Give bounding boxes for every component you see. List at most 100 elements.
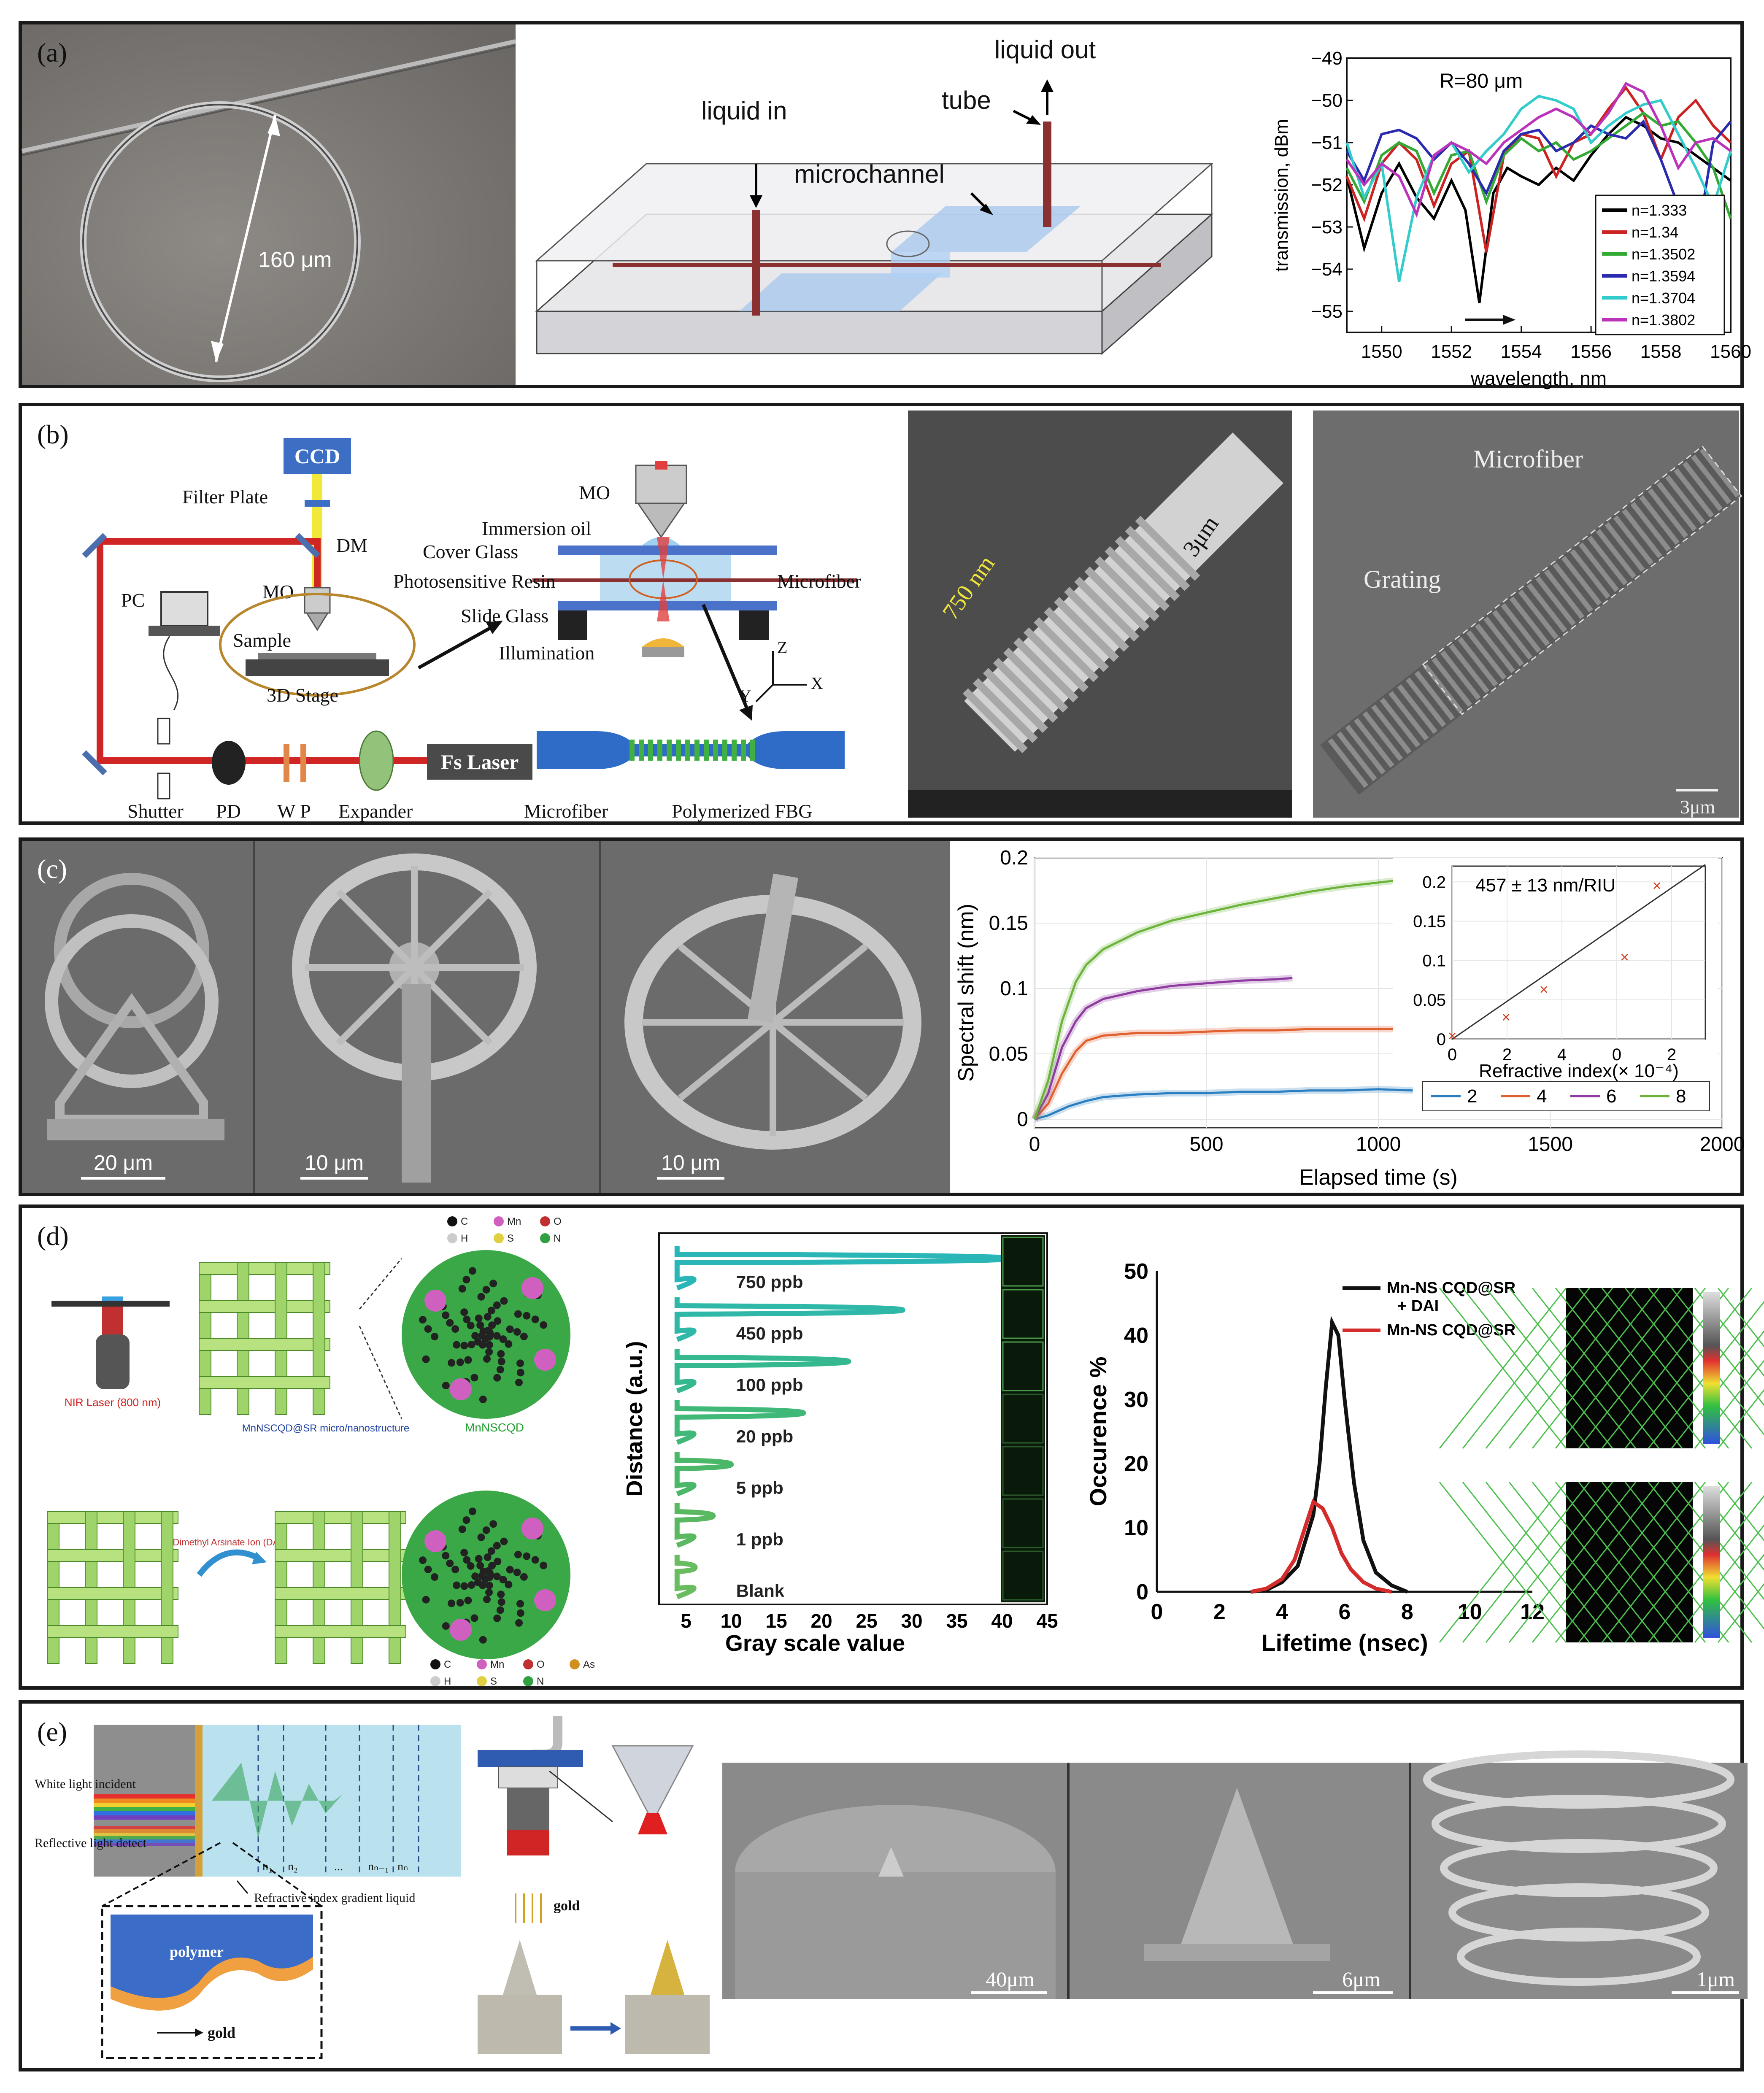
inset-x-tick: 2 — [1502, 1045, 1512, 1064]
slide-glass-label: Slide Glass — [461, 605, 548, 627]
gray-profile — [674, 1246, 1014, 1291]
inset-y-tick: 0.2 — [1422, 873, 1446, 891]
series-line — [1033, 977, 1293, 1120]
fbg-microfiber-label: Microfiber — [524, 800, 608, 822]
x-tick-label: 20 — [811, 1610, 832, 1632]
x-tick-label: 8 — [1401, 1600, 1413, 1624]
x-tick-label: 1550 — [1361, 341, 1402, 362]
x-axis-label: wavelength, nm — [1470, 367, 1607, 389]
cqd-sensor-schematic: NIR Laser (800 nm) MnNSCQD@SR micro/nano… — [47, 1216, 595, 1687]
inset-y-tick: 0.15 — [1413, 912, 1446, 931]
series-line — [1250, 1315, 1408, 1594]
legend-entry: Mn-NS CQD@SR — [1387, 1279, 1515, 1297]
legend-entry: Mn-NS CQD@SR — [1387, 1321, 1515, 1339]
legend-entry: n=1.3502 — [1632, 246, 1695, 263]
gold-arrow-label: gold — [208, 2024, 235, 2041]
series-line — [1345, 119, 1732, 253]
stage-label: 3D Stage — [267, 684, 338, 706]
index-layer-label: ... — [334, 1860, 343, 1873]
atom-label: N — [537, 1676, 544, 1687]
y-tick-label: −49 — [1311, 48, 1343, 69]
microchannel-label: microchannel — [794, 160, 945, 188]
series-line — [1034, 1088, 1413, 1121]
y-tick-label: −53 — [1311, 217, 1343, 238]
scale-c-1: 20 μm — [94, 1151, 153, 1175]
concentration-label: 1 ppb — [736, 1529, 783, 1549]
gold-top-label: gold — [554, 1898, 580, 1914]
series-line — [1345, 95, 1732, 282]
cover-glass-label: Cover Glass — [423, 541, 518, 562]
inset-point: × — [1502, 1008, 1510, 1026]
series-line — [1345, 82, 1732, 218]
legend-entry: 6 — [1606, 1086, 1616, 1107]
y-tick-label: −54 — [1311, 259, 1343, 280]
series-line — [1345, 116, 1732, 303]
flim-images — [1439, 1288, 1764, 1643]
inset-x-tick: 0 — [1448, 1045, 1457, 1064]
legend-entry: n=1.3704 — [1632, 289, 1695, 307]
y-tick-label: −52 — [1311, 175, 1343, 195]
series-line — [1345, 111, 1732, 219]
atom-label: S — [507, 1233, 514, 1244]
ring-diameter-label: 160 μm — [258, 248, 332, 272]
ccd-label: CCD — [294, 444, 340, 468]
microfiber-sem-label: Microfiber — [1473, 445, 1583, 473]
y-axis-label: transmission, dBm — [1271, 119, 1292, 272]
y-tick-label: 0.15 — [989, 912, 1028, 934]
x-tick-label: 6 — [1339, 1600, 1351, 1624]
x-tick-label: 0 — [1151, 1600, 1163, 1624]
inset-x-tick: 4 — [1557, 1045, 1567, 1064]
atom-label: O — [537, 1659, 545, 1670]
inset-x-tick: 2 — [1667, 1045, 1676, 1064]
fs-laser-label: Fs Laser — [441, 750, 519, 774]
plot-frame — [658, 1232, 1048, 1605]
x-tick-label: 1554 — [1501, 341, 1542, 362]
index-layer-label: nₙ₋₁ — [368, 1860, 389, 1873]
x-tick-label: 4 — [1276, 1600, 1288, 1624]
atom-label: S — [490, 1676, 497, 1687]
polymer-label: polymer — [170, 1943, 224, 1960]
inset-x-tick: 0 — [1612, 1045, 1621, 1064]
y-tick-label: 30 — [1124, 1388, 1148, 1412]
legend-entry: 2 — [1467, 1086, 1477, 1107]
x-tick-label: 25 — [856, 1610, 878, 1632]
wp-label: W P — [277, 800, 311, 822]
dai-label: Dimethyl Arsinate Ion (DAI) — [173, 1537, 284, 1547]
x-tick-label: 0 — [1029, 1133, 1040, 1156]
reflective-label: Reflective light detect — [35, 1836, 147, 1850]
legend-entry: n=1.3802 — [1632, 311, 1695, 329]
y-tick-label: 40 — [1124, 1323, 1148, 1348]
microfluidic-chip-diagram: liquid in liquid out tube microchannel — [535, 35, 1213, 355]
x-tick-label: 35 — [946, 1610, 967, 1632]
atom-label: Mn — [507, 1216, 521, 1227]
inset-y-tick: 0.1 — [1422, 952, 1446, 970]
immersion-oil-label: Immersion oil — [482, 518, 591, 539]
sphere-label: MnNSCQD — [465, 1421, 524, 1434]
y-axis-label: Distance (a.u.) — [622, 1341, 647, 1496]
x-tick-label: 500 — [1189, 1133, 1223, 1156]
scale-c-3: 10 μm — [661, 1151, 720, 1175]
legend-entry-cont: + DAI — [1397, 1297, 1439, 1315]
nir-laser-label: NIR Laser (800 nm) — [65, 1396, 161, 1409]
x-axis-label: Elapsed time (s) — [1299, 1165, 1458, 1190]
atom-label: C — [444, 1659, 451, 1670]
gray-profile — [674, 1555, 698, 1599]
series-line — [1034, 1028, 1430, 1120]
chart-title: R=80 μm — [1440, 70, 1523, 92]
panel-label-e: (e) — [37, 1717, 68, 1747]
plot-frame — [1346, 57, 1732, 333]
y-tick-label: 0 — [1017, 1108, 1028, 1131]
white-light-label: White light incident — [35, 1777, 136, 1791]
y-tick-label: −55 — [1311, 301, 1343, 322]
expander-label: Expander — [338, 800, 413, 822]
index-layer-label: n₂ — [288, 1860, 298, 1873]
y-tick-label: −51 — [1311, 132, 1343, 153]
inset-annotation: 457 ± 13 nm/RIU — [1475, 875, 1615, 896]
panel-label-a: (a) — [37, 38, 68, 68]
x-tick-label: 2 — [1213, 1600, 1226, 1624]
series-line — [1250, 1499, 1392, 1594]
inset-point: × — [1448, 1027, 1456, 1045]
inset-x-label: Refractive index(× 10⁻⁴) — [1479, 1061, 1679, 1081]
